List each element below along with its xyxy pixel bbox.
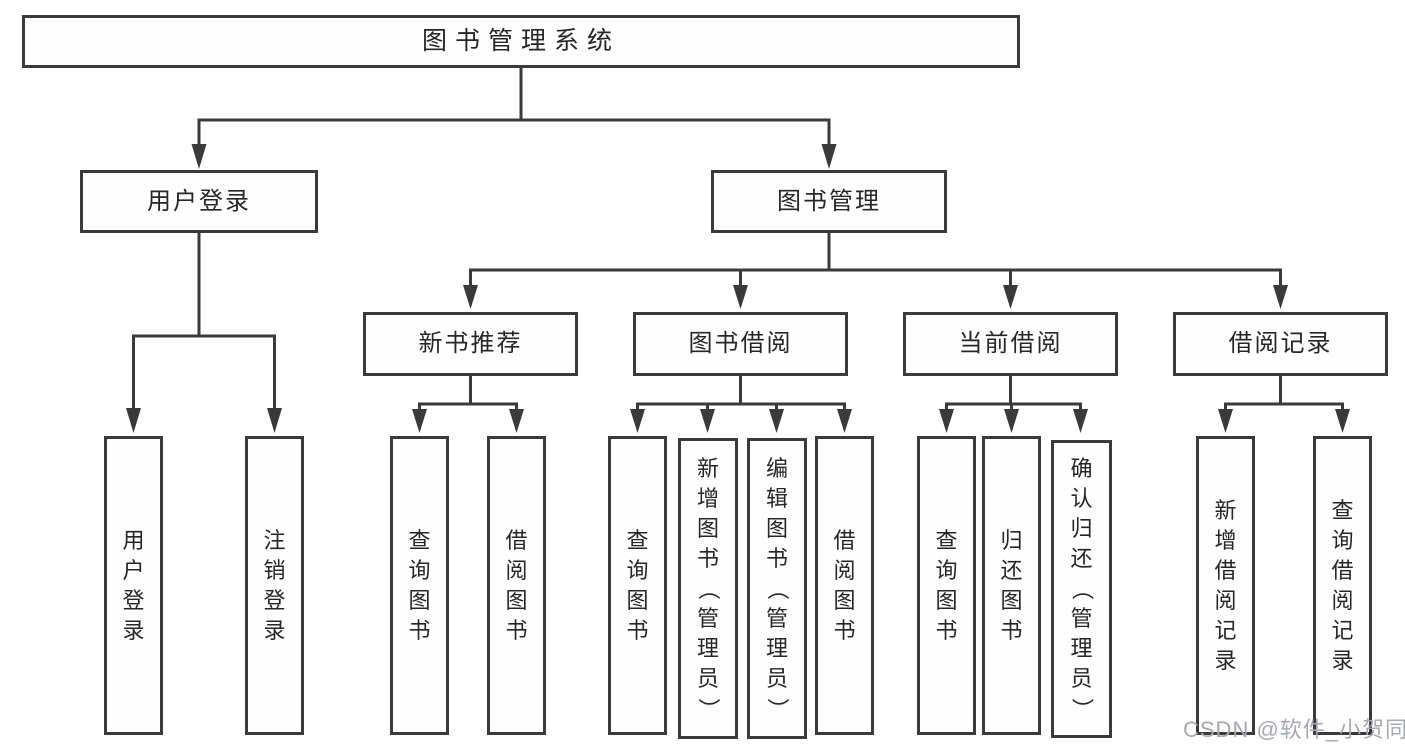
node-leaf-add-borrow-record-label: 新增借阅记录: [1214, 497, 1237, 673]
node-book-borrow-label: 图书借阅: [688, 330, 793, 357]
node-leaf-return-books: 归还图书: [982, 436, 1041, 735]
edges-new-book-recommend: [412, 376, 524, 433]
node-leaf-add-books-admin-label: 新增图书（管理员）: [696, 455, 721, 720]
node-leaf-query-books-borrow-label: 查询图书: [626, 527, 649, 643]
node-leaf-confirm-return-admin: 确认归还（管理员）: [1051, 440, 1112, 738]
watermark: CSDN @软件_小贺同学: [1183, 717, 1405, 742]
node-user-login-label: 用户登录: [147, 187, 251, 215]
edges-borrow-records: [1218, 376, 1350, 433]
node-leaf-borrow-books-label: 借阅图书: [833, 527, 856, 643]
node-leaf-borrow-books: 借阅图书: [815, 436, 874, 735]
node-leaf-return-books-label: 归还图书: [1000, 527, 1023, 643]
node-root: 图书管理系统: [22, 15, 1020, 68]
node-leaf-confirm-return-admin-label: 确认归还（管理员）: [1069, 456, 1095, 720]
node-leaf-query-books-current: 查询图书: [917, 436, 976, 735]
node-borrow-records: 借阅记录: [1173, 312, 1388, 376]
node-leaf-edit-books-admin: 编辑图书（管理员）: [747, 438, 807, 739]
node-leaf-user-login-label: 用户登录: [122, 527, 145, 643]
node-leaf-logout-label: 注销登录: [263, 527, 286, 643]
node-leaf-edit-books-admin-label: 编辑图书（管理员）: [765, 455, 790, 720]
node-book-management: 图书管理: [711, 170, 947, 233]
node-user-login: 用户登录: [80, 170, 318, 233]
edges-current-borrow: [939, 376, 1088, 433]
node-new-book-recommend: 新书推荐: [363, 312, 578, 376]
node-root-label: 图书管理系统: [421, 27, 620, 55]
node-current-borrow: 当前借阅: [903, 312, 1118, 376]
node-leaf-user-login: 用户登录: [104, 436, 163, 735]
edges-user-login: [126, 233, 282, 433]
node-leaf-logout: 注销登录: [245, 436, 304, 735]
node-leaf-query-books-borrow: 查询图书: [608, 436, 667, 735]
node-book-management-label: 图书管理: [777, 187, 881, 215]
node-borrow-records-label: 借阅记录: [1228, 330, 1333, 357]
edges-book-management: [463, 233, 1288, 309]
edges-root: [191, 68, 837, 169]
node-leaf-borrow-books-recommend: 借阅图书: [487, 436, 546, 735]
node-new-book-recommend-label: 新书推荐: [418, 330, 523, 357]
node-leaf-query-books-recommend: 查询图书: [390, 436, 449, 735]
node-current-borrow-label: 当前借阅: [958, 330, 1063, 357]
node-leaf-query-borrow-record-label: 查询借阅记录: [1331, 497, 1354, 673]
node-leaf-add-borrow-record: 新增借阅记录: [1196, 436, 1255, 735]
node-leaf-query-books-current-label: 查询图书: [935, 527, 958, 643]
node-book-borrow: 图书借阅: [633, 312, 848, 376]
node-leaf-borrow-books-recommend-label: 借阅图书: [505, 527, 528, 643]
node-leaf-query-borrow-record: 查询借阅记录: [1313, 436, 1372, 735]
edges-book-borrow: [630, 376, 852, 433]
node-leaf-add-books-admin: 新增图书（管理员）: [678, 438, 738, 739]
node-leaf-query-books-recommend-label: 查询图书: [408, 527, 431, 643]
